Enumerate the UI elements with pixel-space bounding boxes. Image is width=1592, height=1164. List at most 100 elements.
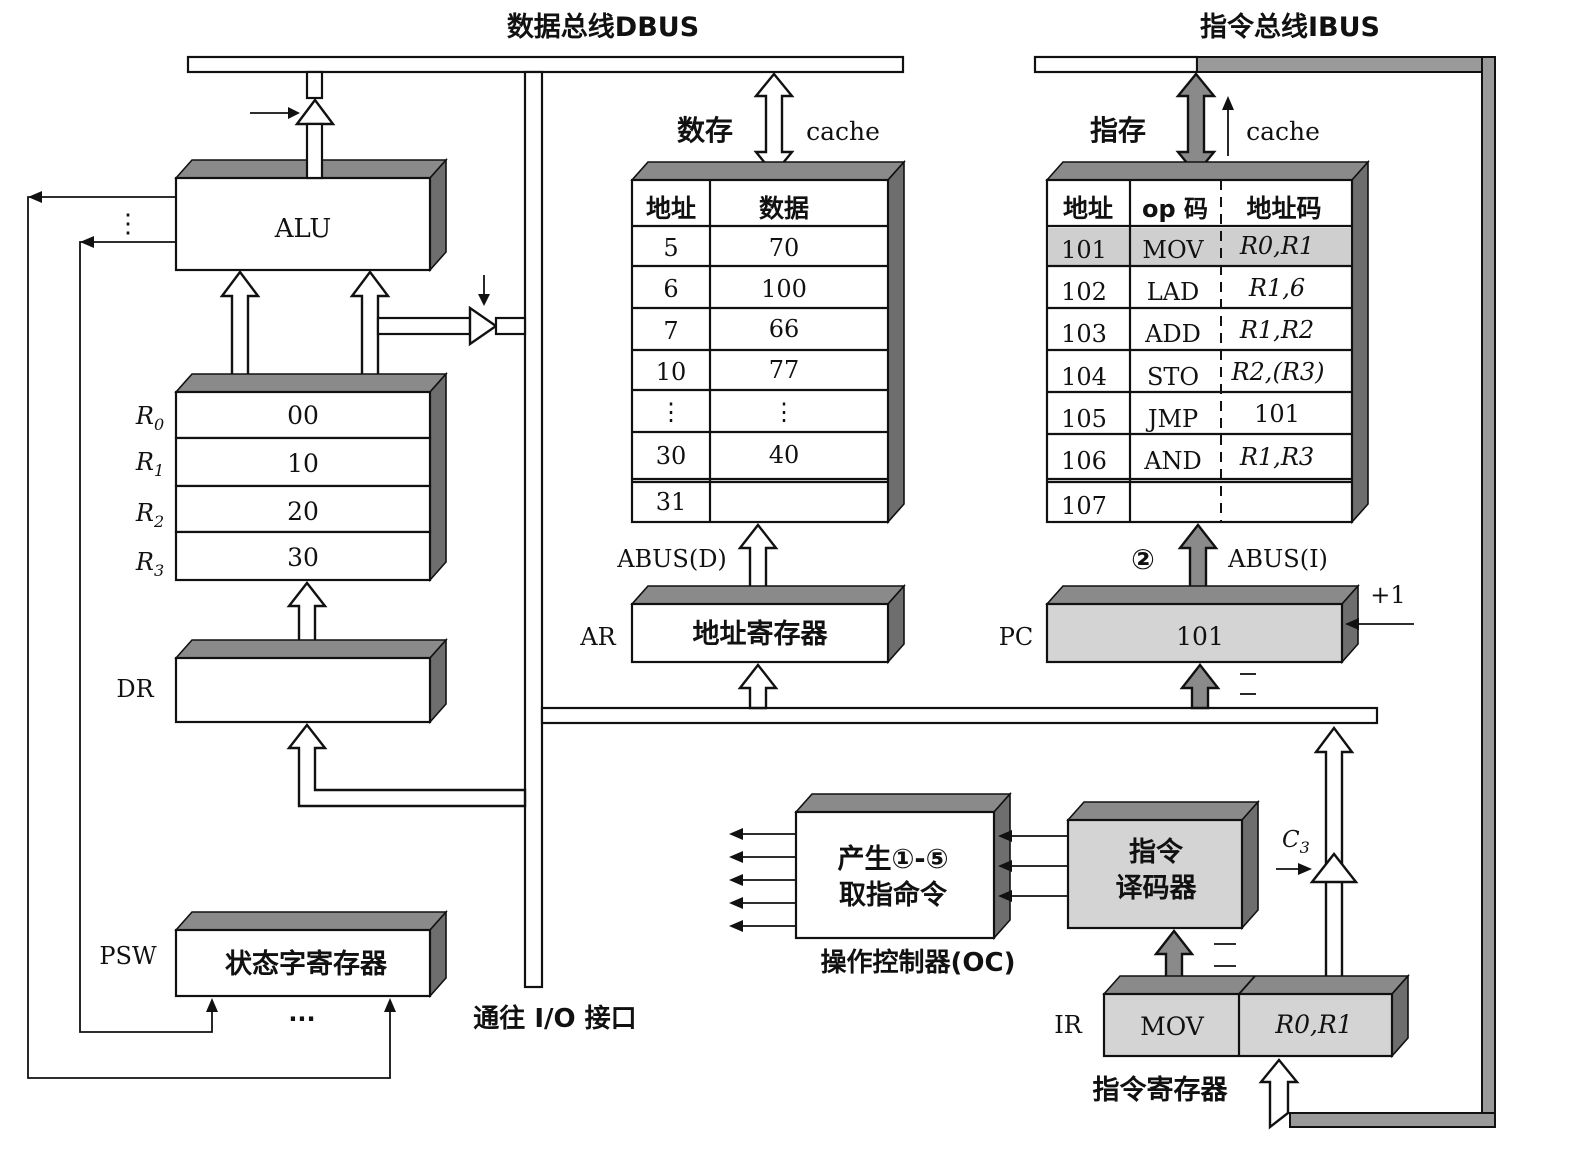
register-name: R1 xyxy=(135,448,164,480)
table-cell: ADD xyxy=(1144,320,1201,348)
table-cell: 107 xyxy=(1061,492,1107,520)
alu-output-stem-lower xyxy=(305,122,324,180)
table-cell: 104 xyxy=(1061,363,1107,391)
ibus-title: 指令总线IBUS xyxy=(1200,11,1380,43)
register-file xyxy=(174,371,448,583)
table-cell: 102 xyxy=(1061,278,1107,306)
instruction-memory-table xyxy=(1045,159,1370,525)
table-cell: LAD xyxy=(1147,278,1200,306)
dr-block xyxy=(174,637,448,725)
table-cell: 6 xyxy=(663,275,678,303)
ir-op: MOV xyxy=(1140,1012,1205,1041)
reg-to-alu-arrow-right xyxy=(349,270,391,382)
table-cell: 7 xyxy=(663,317,678,345)
inst-mem-header-addrcode: 地址码 xyxy=(1246,194,1321,223)
address-bus xyxy=(540,706,1379,725)
table-cell: 103 xyxy=(1061,320,1107,348)
instruction-bus-right xyxy=(1481,56,1496,1128)
data-cache-arrow xyxy=(753,72,795,176)
register-value: 00 xyxy=(287,401,319,430)
psw-block xyxy=(174,909,448,999)
data-mem-rows: 5 70 6 100 7 66 10 77 ⋮ ⋮ 30 40 31 xyxy=(656,234,807,516)
decoder-line1: 指令 xyxy=(1129,836,1184,868)
table-cell: 31 xyxy=(656,488,687,516)
table-cell: 101 xyxy=(1061,236,1107,264)
pc-value: 101 xyxy=(1176,622,1224,651)
register-names: R0 R1 R2 R3 xyxy=(135,402,164,580)
instruction-bus-bottom xyxy=(1289,1112,1496,1128)
table-cell: 101 xyxy=(1254,400,1300,428)
ar-text: 地址寄存器 xyxy=(693,618,829,650)
register-name: R2 xyxy=(135,499,164,531)
table-cell: 10 xyxy=(656,358,687,386)
table-cell: R1,6 xyxy=(1248,274,1305,302)
register-value: 30 xyxy=(287,543,319,572)
alu-dots: ⋮ xyxy=(115,209,141,239)
ir-addr: R0,R1 xyxy=(1274,1010,1352,1039)
alu-bus-gate xyxy=(294,98,336,126)
psw-dots: ··· xyxy=(288,1005,315,1033)
alu-feedback-line-outer xyxy=(27,196,391,1079)
alu-block xyxy=(174,157,448,273)
c3-label: C3 xyxy=(1282,827,1310,857)
ir-label: IR xyxy=(1054,1011,1082,1039)
table-cell: R2,(R3) xyxy=(1230,358,1324,386)
ir-block xyxy=(1102,973,1410,1059)
inst-mem-header-addr: 地址 xyxy=(1063,194,1113,223)
oc-caption: 操作控制器(OC) xyxy=(821,948,1016,978)
table-cell: 66 xyxy=(769,315,800,343)
psw-text: 状态字寄存器 xyxy=(225,948,388,980)
abus-d-label: ABUS(D) xyxy=(616,545,727,573)
decoder-block xyxy=(1066,799,1260,931)
dr-to-reg-arrow xyxy=(286,581,328,646)
table-cell: 100 xyxy=(761,275,807,303)
table-cell: STO xyxy=(1147,363,1199,391)
abus-to-pc-arrow xyxy=(1179,663,1221,710)
inst-mem-rows: 101 MOV R0,R1 102 LAD R1,6 103 ADD R1,R2… xyxy=(1061,232,1324,520)
table-cell: MOV xyxy=(1142,236,1204,264)
table-cell: 77 xyxy=(769,356,800,384)
data-bus-bar xyxy=(186,55,905,74)
register-values: 00 10 20 30 xyxy=(287,401,319,572)
decoder-line2: 译码器 xyxy=(1116,873,1198,904)
ibus-to-ir-arrow xyxy=(1258,1058,1300,1130)
pc-step-label: ② xyxy=(1131,543,1155,576)
abus-i-label: ABUS(I) xyxy=(1227,545,1328,573)
data-mem-header-addr: 地址 xyxy=(646,194,696,223)
table-cell: ⋮ xyxy=(772,398,796,426)
table-cell: ⋮ xyxy=(659,398,683,426)
alu-feedback-line-inner xyxy=(79,241,213,1033)
register-name: R3 xyxy=(135,548,164,580)
pc-increment: +1 xyxy=(1370,581,1405,609)
table-cell: 5 xyxy=(663,234,678,262)
inst-cache-label: cache xyxy=(1246,117,1320,146)
table-cell: AND xyxy=(1143,447,1202,475)
table-cell: 30 xyxy=(656,442,687,470)
table-cell: 105 xyxy=(1061,405,1107,433)
oc-output-arrows xyxy=(729,828,796,932)
dbus-title: 数据总线DBUS xyxy=(507,12,699,43)
pc-label: PC xyxy=(999,623,1034,651)
data-bus-vertical-left xyxy=(523,70,544,989)
table-cell: R1,R2 xyxy=(1239,316,1314,344)
alu-output-stem xyxy=(305,70,324,100)
abus-to-ar-arrow xyxy=(737,663,779,710)
io-label: 通往 I/O 接口 xyxy=(473,1003,636,1034)
data-mem-label: 数存 xyxy=(677,114,733,147)
table-cell: 70 xyxy=(769,234,800,262)
dr-label: DR xyxy=(116,675,154,703)
table-cell: 106 xyxy=(1061,447,1107,475)
table-cell: 40 xyxy=(769,441,800,469)
table-cell: JMP xyxy=(1145,405,1198,433)
bus-to-dr-arrow xyxy=(286,723,527,808)
register-value: 20 xyxy=(287,497,319,526)
table-cell: R0,R1 xyxy=(1239,232,1314,260)
instruction-bus-bar xyxy=(1033,55,1199,74)
table-cell: R1,R3 xyxy=(1239,443,1314,471)
data-mem-header-data: 数据 xyxy=(759,194,809,223)
inst-mem-header-op: op 码 xyxy=(1142,195,1208,223)
ar-block xyxy=(630,583,906,665)
reg-to-bus-branch xyxy=(376,316,472,336)
inst-mem-label: 指存 xyxy=(1090,114,1146,147)
